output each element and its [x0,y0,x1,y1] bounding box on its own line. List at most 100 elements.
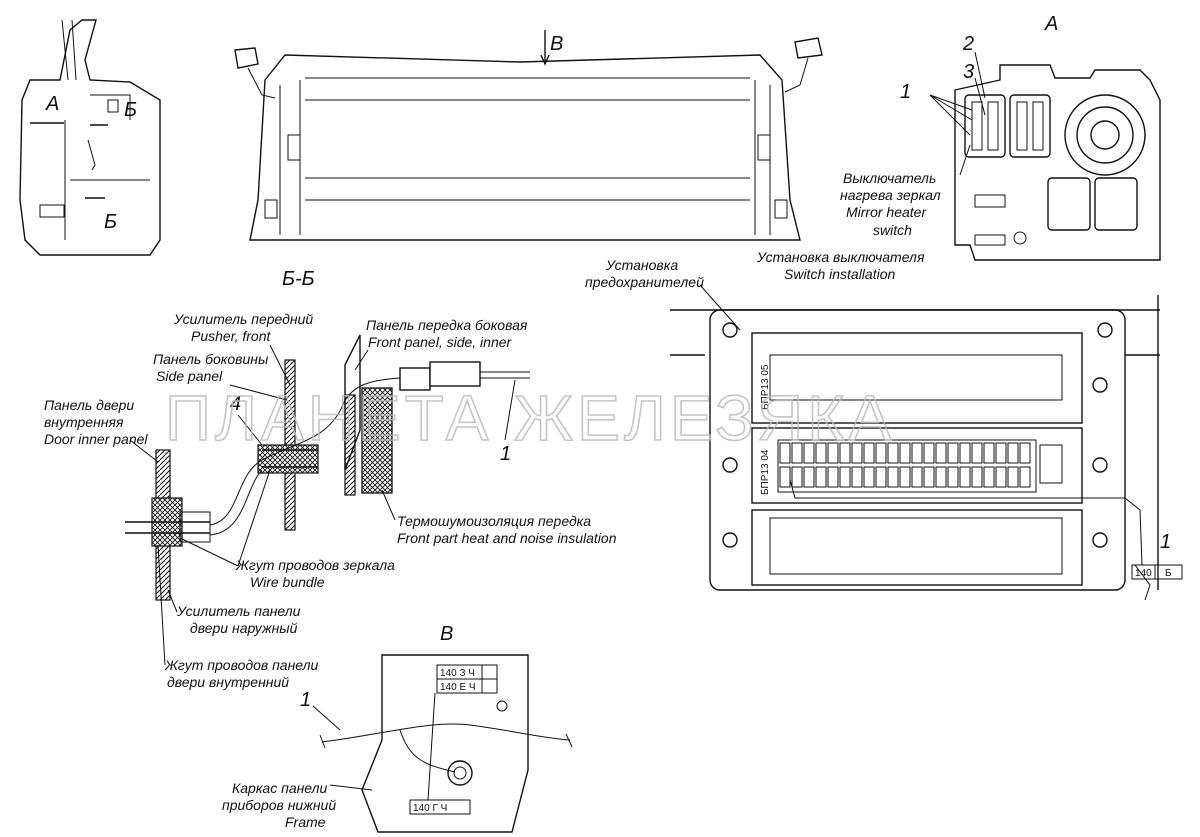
label-switch-ru-1: Выключатель [843,170,936,186]
fuse-cell [863,466,875,488]
fuse-cell [923,442,935,464]
callout-2-view-a: 2 [962,33,974,55]
label-door-harness-ru-2: двери внутренний [167,674,289,690]
fuse-cell [947,466,959,488]
callout-4: 4 [230,393,241,415]
fuse-wire-tag-letter: Б [1165,568,1172,579]
fuse-cell [923,466,935,488]
fuse-cell [791,442,803,464]
label-frame-en: Frame [285,814,326,830]
fuse-wire-tag-num: 140 [1135,568,1152,579]
callout-1-fuse: 1 [1160,531,1171,553]
section-bb: Б-Б 4 1 Усилитель передний Pusher, front… [44,268,617,690]
fuse-cell [911,466,923,488]
fuse-cell [887,466,899,488]
fuse-cell [803,442,815,464]
fuse-title-ru-1: Установка [605,257,678,273]
label-switch-ru-2: нагрева зеркал [840,187,941,203]
callout-1-view-a: 1 [900,81,911,103]
fuse-cell [983,466,995,488]
fuse-block-installation: Установка предохранителей БПР13 05 БПР13… [585,257,1183,601]
fuse-cell [1019,466,1031,488]
fuse-cell [779,466,791,488]
fuse-cell [1019,442,1031,464]
fuse-cell [887,442,899,464]
view-a-switch-panel: А 1 2 3 Выключатель нагрева зеркал Mirro… [756,13,1161,282]
fuse-cell [899,442,911,464]
fuse-cell [959,466,971,488]
label-install-en: Switch installation [784,266,895,282]
fuse-cell [1007,442,1019,464]
fuse-cell [1007,466,1019,488]
view-a-marker-label: А [45,93,59,115]
section-b-marker-bottom: Б [104,211,117,233]
label-door-inner-ru-1: Панель двери [44,397,134,413]
view-a-title: А [1044,13,1058,35]
fuse-cell [971,466,983,488]
cab-front-view: В [234,30,823,241]
fuse-cell [995,442,1007,464]
fuse-code-top: БПР13 05 [760,364,771,410]
label-insulation-ru: Термошумоизоляция передка [397,513,591,529]
fuse-cell [851,466,863,488]
watermark-text: ПЛАНЕТА ЖЕЛЕЗЯКА [165,382,895,454]
label-switch-en-2: switch [873,222,912,238]
label-reinforcer-ru-1: Усилитель панели [176,603,301,619]
section-b-marker-top: Б [124,99,137,121]
label-side-panel-en: Side panel [156,368,223,384]
label-front-panel-ru: Панель передка боковая [366,317,528,333]
fuse-cell [815,466,827,488]
fuse-cell [779,442,791,464]
fuse-cell [863,442,875,464]
label-frame-ru-1: Каркас панели [232,780,328,796]
fuse-cell [911,442,923,464]
label-door-inner-en: Door inner panel [44,431,148,447]
callout-3-view-a: 3 [963,61,974,83]
label-front-panel-en: Front panel, side, inner [368,334,513,350]
fuse-cell [947,442,959,464]
label-pusher-ru: Усилитель передний [173,311,313,327]
fuse-cell [827,442,839,464]
label-switch-en-1: Mirror heater [846,204,927,220]
fuse-cell [815,442,827,464]
fuse-cell [875,442,887,464]
fuse-cell [935,442,947,464]
fuse-cells [779,442,1031,488]
view-v-title: В [440,623,453,645]
fuse-title-ru-2: предохранителей [585,274,704,290]
callout-1-section: 1 [500,443,511,465]
label-pusher-en: Pusher, front [191,328,271,344]
view-v-tag-1: 140 З Ч [440,668,475,679]
fuse-code-mid: БПР13 04 [760,449,771,495]
label-insulation-en: Front part heat and noise insulation [397,530,617,546]
fuse-cell [899,466,911,488]
fuse-cell [959,442,971,464]
fuse-cell [935,466,947,488]
label-reinforcer-ru-2: двери наружный [190,620,298,636]
label-side-panel-ru: Панель боковины [153,351,269,367]
view-v-marker: В [550,33,563,55]
label-door-harness-ru-1: Жгут проводов панели [164,657,318,673]
cab-side-view: А Б Б [19,19,161,256]
view-v-tag-2: 140 Е Ч [440,682,476,693]
fuse-cell [983,442,995,464]
fuse-cell [827,466,839,488]
callout-1-view-v: 1 [300,689,311,711]
label-bundle-en: Wire bundle [250,574,325,590]
label-door-inner-ru-2: внутренняя [44,414,124,430]
fuse-cell [995,466,1007,488]
fuse-cell [839,466,851,488]
label-frame-ru-2: приборов нижний [222,797,336,813]
fuse-cell [851,442,863,464]
view-v-frame: В 140 З Ч 140 Е Ч 140 Г Ч 1 Каркас панел… [222,623,573,833]
label-bundle-ru: Жгут проводов зеркала [235,557,395,573]
fuse-cell [875,466,887,488]
section-bb-title: Б-Б [282,268,315,290]
fuse-cell [803,466,815,488]
fuse-cell [791,466,803,488]
fuse-cell [971,442,983,464]
label-install-ru: Установка выключателя [756,249,925,265]
fuse-cell [839,442,851,464]
view-v-tag-3: 140 Г Ч [413,803,447,814]
